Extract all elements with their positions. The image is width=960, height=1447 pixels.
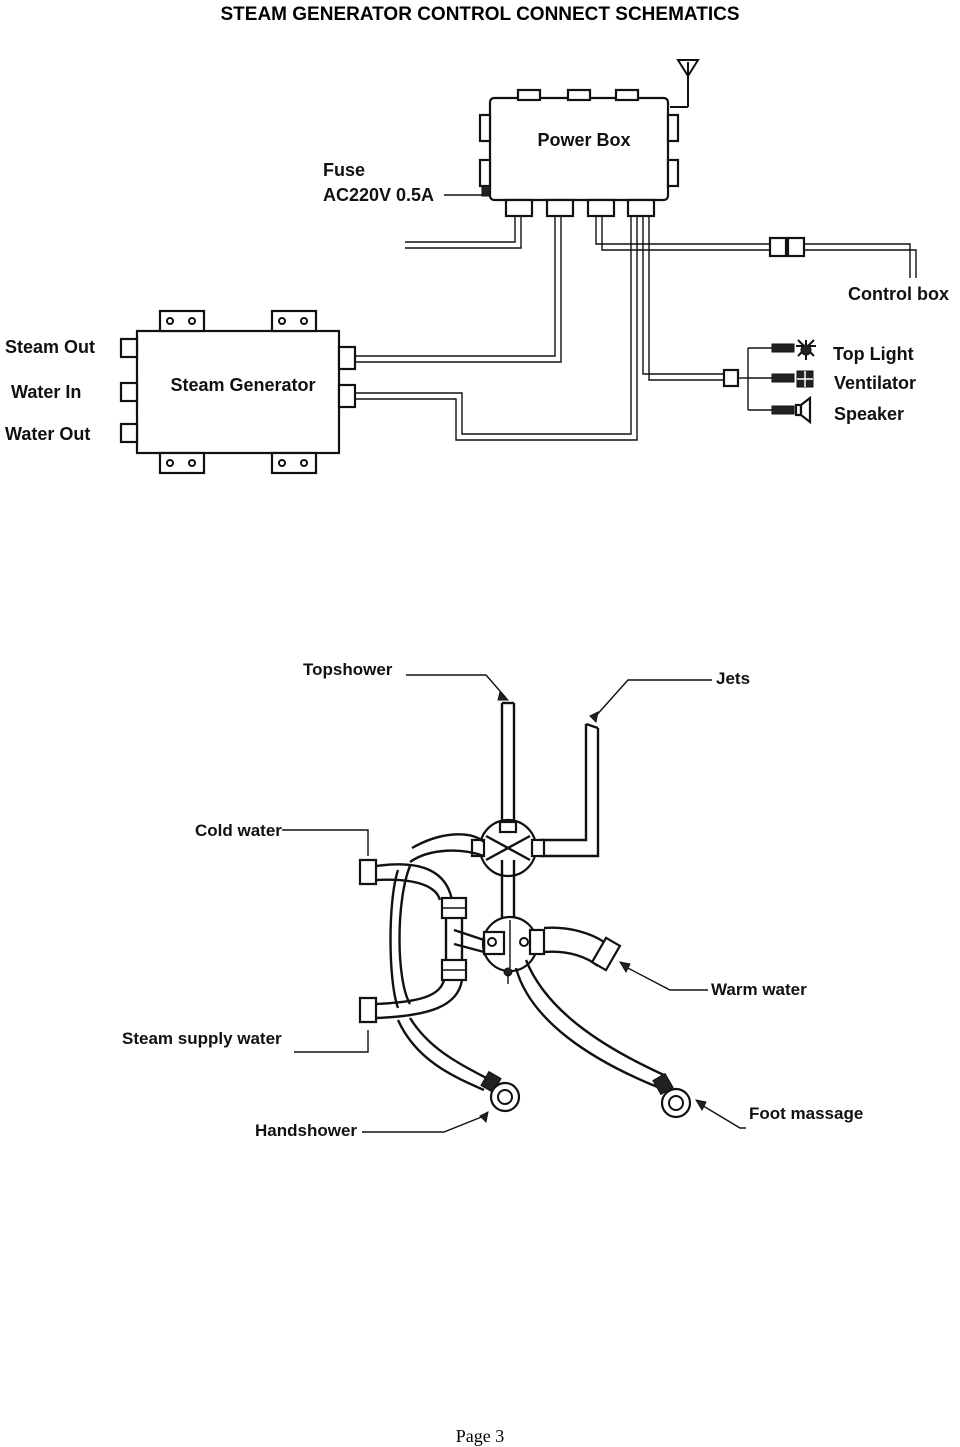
port-label-steam-out: Steam Out — [5, 337, 95, 357]
label-foot-massage: Foot massage — [749, 1104, 863, 1123]
generator-cable-1 — [355, 216, 562, 363]
fuse-rating-label: AC220V 0.5A — [323, 185, 434, 205]
label-jets: Jets — [716, 669, 750, 688]
control-box-label: Control box — [848, 284, 949, 304]
accessory-cable — [642, 216, 795, 415]
antenna-icon — [670, 59, 700, 108]
accessory-label-speaker: Speaker — [834, 404, 904, 424]
lower-mixing-valve — [481, 915, 546, 984]
warm-water-pipe — [543, 926, 622, 972]
accessory-label-ventilator: Ventilator — [834, 373, 916, 393]
upper-diverter-valve — [470, 818, 546, 918]
accessory-label-top-light: Top Light — [833, 344, 914, 364]
fuse-label: Fuse — [323, 160, 365, 180]
generator-cable-2 — [355, 216, 638, 441]
speaker-icon — [794, 395, 812, 425]
power-box — [478, 88, 680, 218]
label-handshower: Handshower — [255, 1121, 357, 1140]
power-box-label: Power Box — [537, 130, 630, 150]
label-warm-water: Warm water — [711, 980, 807, 999]
ventilator-icon — [796, 370, 814, 388]
port-label-water-in: Water In — [11, 382, 81, 402]
steam-generator-box — [119, 309, 357, 475]
steam-generator-label: Steam Generator — [170, 375, 315, 395]
mains-cable — [405, 216, 522, 249]
control-box-cable — [595, 216, 917, 278]
page-number: Page 3 — [455, 1426, 505, 1446]
plumbing-leaders — [282, 674, 746, 1133]
jets-pipe — [540, 722, 600, 858]
label-cold-water: Cold water — [195, 821, 282, 840]
foot-massage-hose — [514, 959, 692, 1119]
steam-supply-pipe — [358, 865, 464, 1024]
cold-water-pipe — [358, 833, 486, 982]
label-topshower: Topshower — [303, 660, 393, 679]
port-label-water-out: Water Out — [5, 424, 90, 444]
label-steam-supply-water: Steam supply water — [122, 1029, 282, 1048]
handshower-hose — [396, 1017, 521, 1113]
top-light-icon — [796, 339, 816, 360]
page-title: STEAM GENERATOR CONTROL CONNECT SCHEMATI… — [220, 4, 740, 25]
topshower-pipe — [500, 701, 516, 826]
